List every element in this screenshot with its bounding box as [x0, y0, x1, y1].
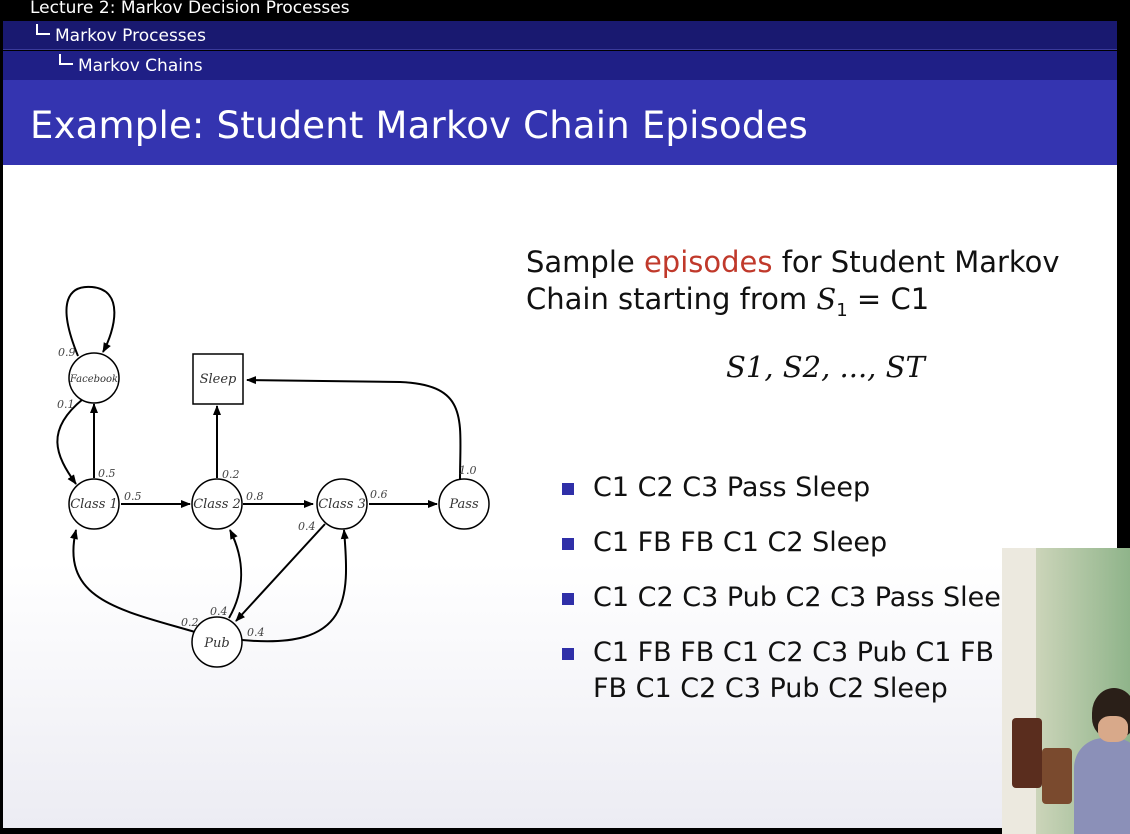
transition-edges [57, 287, 460, 641]
chair-shape [1012, 718, 1042, 788]
start-state-sub: 1 [836, 300, 847, 321]
presenter-video-overlay [1002, 548, 1130, 834]
prob-c1-to-c2: 0.5 [124, 490, 142, 503]
prob-pub-to-c2: 0.4 [210, 605, 228, 618]
node-label-class3: Class 3 [318, 497, 366, 512]
edge-pub-to-c3 [242, 530, 346, 641]
edge-c3-to-pub [236, 524, 325, 621]
prob-fb-to-c1: 0.1 [57, 398, 75, 411]
prob-pub-to-c1: 0.2 [181, 616, 199, 629]
node-label-class2: Class 2 [193, 497, 241, 512]
prob-fb-self: 0.9 [58, 346, 76, 359]
edge-pub-to-c1 [73, 530, 195, 632]
prob-c1-to-fb: 0.5 [98, 467, 116, 480]
list-item: C1 FB FB C1 C2 Sleep [562, 525, 1032, 561]
start-state-eq: = C1 [848, 282, 929, 316]
chair-shape [1042, 748, 1072, 804]
prob-pub-to-c3: 0.4 [247, 626, 265, 639]
bullet-icon [562, 538, 574, 550]
episode-text: C1 FB FB C1 C2 C3 Pub C1 FB FB C1 C2 C3 … [593, 637, 994, 704]
list-item: C1 FB FB C1 C2 C3 Pub C1 FB FB C1 C2 C3 … [562, 635, 1032, 707]
node-label-pub: Pub [203, 636, 229, 651]
state-nodes [69, 353, 489, 667]
slide-intro-text: Sample episodes for Student Markov Chain… [526, 244, 1086, 329]
episodes-highlight: episodes [644, 245, 773, 279]
list-item: C1 C2 C3 Pub C2 C3 Pass Sleep [562, 580, 1032, 616]
episode-text: C1 C2 C3 Pub C2 C3 Pass Sleep [593, 582, 1018, 613]
edge-pub-to-c2 [229, 530, 241, 618]
node-label-facebook: Facebook [69, 374, 118, 385]
episode-list: C1 C2 C3 Pass Sleep C1 FB FB C1 C2 Sleep… [562, 470, 1032, 726]
start-state-var: S [816, 282, 836, 316]
episode-text: C1 C2 C3 Pass Sleep [593, 472, 870, 503]
bullet-icon [562, 483, 574, 495]
edge-pass-to-sleep [247, 380, 460, 480]
list-item: C1 C2 C3 Pass Sleep [562, 470, 1032, 506]
prob-c2-to-c3: 0.8 [246, 490, 264, 503]
episode-text: C1 FB FB C1 C2 Sleep [593, 527, 887, 558]
presenter-face [1098, 716, 1128, 742]
intro-line-2: Chain starting from S1 = C1 [526, 281, 1086, 329]
bullet-icon [562, 593, 574, 605]
presenter-body [1074, 738, 1130, 834]
prob-c2-to-sleep: 0.2 [222, 468, 240, 481]
prob-c3-to-pub: 0.4 [298, 520, 316, 533]
bullet-icon [562, 648, 574, 660]
prob-pass-to-sleep: 1.0 [459, 464, 477, 477]
state-sequence: S1, S2, ..., ST [726, 350, 925, 384]
prob-c3-to-pass: 0.6 [370, 488, 388, 501]
intro-line-1: Sample episodes for Student Markov [526, 244, 1086, 281]
edge-fb-to-c1 [57, 399, 83, 484]
node-label-class1: Class 1 [70, 497, 118, 512]
node-label-sleep: Sleep [200, 372, 237, 387]
node-label-pass: Pass [448, 497, 479, 512]
